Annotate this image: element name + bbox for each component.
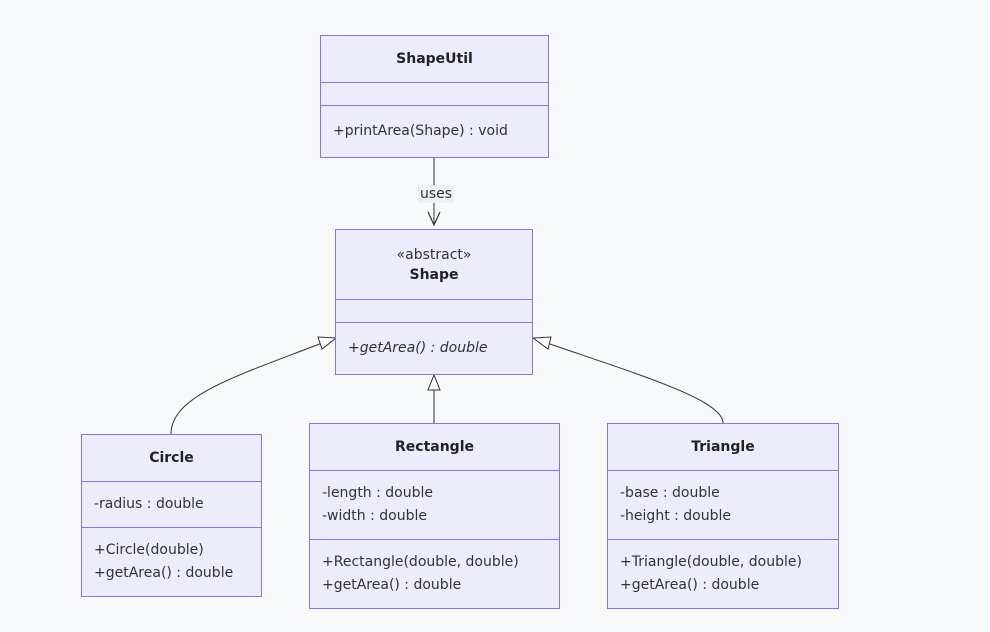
method: +Circle(double) <box>94 541 204 558</box>
attributes-section <box>336 299 532 322</box>
triangle-inheritance-edge <box>546 342 724 424</box>
method: +Triangle(double, double) <box>620 553 802 570</box>
class-name: Rectangle <box>395 439 474 455</box>
circle-inheritance-arrowhead <box>317 336 338 350</box>
method: +getArea() : double <box>94 564 234 581</box>
method: +printArea(Shape) : void <box>333 123 508 139</box>
class-circle[interactable]: Circle -radius : double +Circle(double) … <box>81 434 262 597</box>
class-rectangle[interactable]: Rectangle -length : double -width : doub… <box>309 423 560 609</box>
class-name: Triangle <box>691 439 755 455</box>
method: +getArea() : double <box>322 576 462 593</box>
class-name: ShapeUtil <box>396 51 473 67</box>
stereotype: «abstract» <box>396 246 472 263</box>
rectangle-inheritance-arrowhead <box>427 373 441 391</box>
methods-section: +printArea(Shape) : void <box>321 105 548 157</box>
method: +getArea() : double <box>620 576 760 593</box>
class-header: «abstract» Shape <box>336 230 532 299</box>
class-header: Rectangle <box>310 424 559 470</box>
class-triangle[interactable]: Triangle -base : double -height : double… <box>607 423 839 609</box>
attributes-section: -length : double -width : double <box>310 470 559 539</box>
class-header: Circle <box>82 435 261 481</box>
methods-section: +Rectangle(double, double) +getArea() : … <box>310 539 559 607</box>
attributes-section: -radius : double <box>82 481 261 527</box>
abstract-method: +getArea() : double <box>348 340 488 356</box>
class-header: Triangle <box>608 424 838 470</box>
uses-label: uses <box>418 185 455 203</box>
methods-section: +getArea() : double <box>336 322 532 374</box>
uses-arrowhead <box>427 211 441 227</box>
class-name: Circle <box>149 450 194 466</box>
attributes-section <box>321 82 548 105</box>
method: +Rectangle(double, double) <box>322 553 519 570</box>
attribute: -length : double <box>322 485 434 501</box>
methods-section: +Triangle(double, double) +getArea() : d… <box>608 539 838 607</box>
class-shape[interactable]: «abstract» Shape +getArea() : double <box>335 229 533 375</box>
circle-inheritance-edge <box>170 342 323 435</box>
class-name: Shape <box>409 266 459 283</box>
attribute: -height : double <box>620 508 732 524</box>
triangle-inheritance-arrowhead <box>531 336 552 350</box>
class-shapeutil[interactable]: ShapeUtil +printArea(Shape) : void <box>320 35 549 158</box>
attribute: -radius : double <box>94 496 204 512</box>
attribute: -base : double <box>620 485 720 501</box>
class-header: ShapeUtil <box>321 36 548 82</box>
methods-section: +Circle(double) +getArea() : double <box>82 527 261 595</box>
attribute: -width : double <box>322 508 427 524</box>
attributes-section: -base : double -height : double <box>608 470 838 539</box>
